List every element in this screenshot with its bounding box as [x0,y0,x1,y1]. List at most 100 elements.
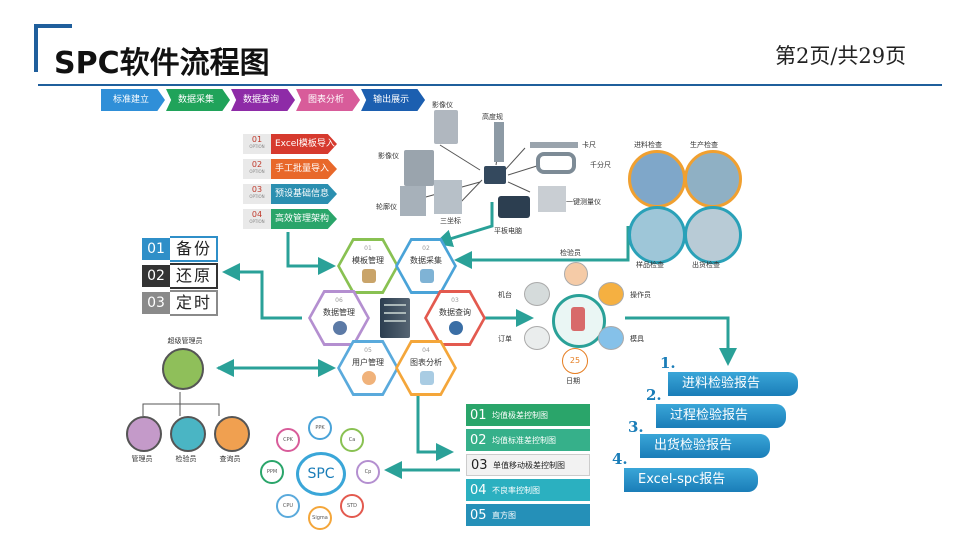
title-divider [38,84,942,86]
height-gauge-label: 高度规 [482,113,503,121]
database-icon [333,321,347,335]
super-admin-label: 超级管理员 [167,337,203,345]
report-process: 过程检验报告 [656,404,786,428]
profiler-label: 轮廓仪 [376,203,397,211]
micrometer-label: 千分尺 [590,161,611,169]
order-label: 订单 [498,335,512,343]
micrometer-icon [536,152,576,174]
spc-node-ppm: PPM [260,460,284,484]
order-icon [524,326,550,350]
machine-label: 机台 [498,291,512,299]
step-output: 输出展示 [361,89,426,111]
hex-data-management: 06 数据管理 [308,290,370,346]
backup-item: 01 备份 [142,236,218,262]
collection-icon [420,269,434,283]
step-standard: 标准建立 [101,89,166,111]
spc-node-sigma: Sigma [308,506,332,530]
production-inspection-label: 生产检查 [690,141,718,149]
hex-template-management: 01 模板管理 [337,238,399,294]
manager-label: 管理员 [131,455,153,463]
inspector-avatar [564,262,588,286]
tablet-label: 平板电脑 [494,227,522,235]
report-number: 4. [612,450,628,468]
profiler-icon [400,186,426,216]
super-admin-avatar [162,348,204,390]
report-shipping: 出货检验报告 [640,434,770,458]
schedule-item: 03 定时 [142,290,218,316]
spc-node-cp: Cp [356,460,380,484]
chart-icon [420,371,434,385]
page-number: 第2页/共29页 [775,44,907,68]
report-number: 1. [660,354,676,372]
image-meter-left-label: 影像仪 [378,152,399,160]
calendar-icon: 25 [562,348,588,374]
viewer-avatar [214,416,250,452]
step-collect: 数据采集 [166,89,231,111]
hex-data-query: 03 数据查询 [424,290,486,346]
report-number: 2. [646,386,662,404]
step-query: 数据查询 [231,89,296,111]
one-key-meter-icon [538,186,566,212]
spc-node-cpk: CPK [276,428,300,452]
height-gauge-icon [494,122,504,162]
manager-avatar [126,416,162,452]
spc-node-ca: Ca [340,428,364,452]
sample-inspection-photo [628,206,686,264]
report-number: 3. [628,418,644,436]
spc-center: SPC [296,452,346,496]
report-excel-spc: Excel-spc报告 [624,468,758,492]
one-key-meter-label: 一键测量仪 [566,198,601,206]
inspector-label: 检验员 [560,249,581,257]
process-steps: 标准建立 数据采集 数据查询 图表分析 输出展示 [101,89,426,111]
step-chart: 图表分析 [296,89,361,111]
page-title: SPC软件流程图 [54,46,270,81]
spc-node-std: STD [340,494,364,518]
inspector-user-label: 检验员 [175,455,197,463]
image-meter-left-icon [404,150,434,186]
template-icon [362,269,376,283]
operator-label: 操作员 [630,291,651,299]
machine-icon [524,282,550,306]
caliper-icon [530,142,578,148]
spc-node-cpu: CPU [276,494,300,518]
inspector-user-avatar [170,416,206,452]
incoming-inspection-label: 进料检查 [634,141,662,149]
title-bracket [34,24,72,72]
image-meter-label: 影像仪 [432,101,453,109]
mold-icon [598,326,624,350]
server-icon [380,298,410,338]
user-icon [362,371,376,385]
production-inspection-photo [684,150,742,208]
sample-inspection-label: 样品检查 [636,261,664,269]
computer-icon [484,166,506,184]
hex-data-collection: 02 数据采集 [395,238,457,294]
date-label: 日期 [566,377,580,385]
cmm-icon [434,180,462,214]
spc-node-ppk: PPK [308,416,332,440]
magnifier-icon [449,321,463,335]
cmm-label: 三坐标 [440,217,461,225]
caliper-label: 卡尺 [582,141,596,149]
quality-center-icon [552,294,606,348]
image-meter-icon [434,110,458,144]
shipping-inspection-photo [684,206,742,264]
hex-chart-analysis: 04 图表分析 [395,340,457,396]
mold-label: 模具 [630,335,644,343]
operator-avatar [598,282,624,306]
restore-item: 02 还原 [142,263,218,289]
shipping-inspection-label: 出货检查 [692,261,720,269]
